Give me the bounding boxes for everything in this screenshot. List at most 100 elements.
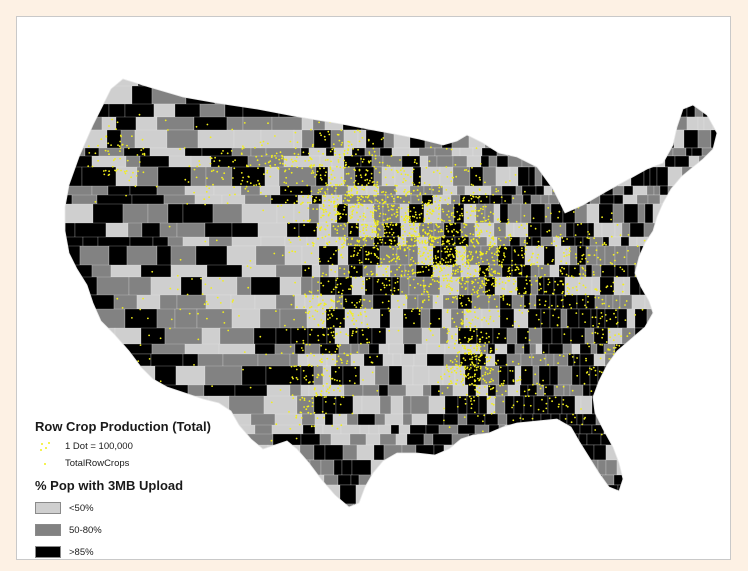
- crop-dot: [374, 157, 377, 160]
- crop-dot: [451, 288, 454, 290]
- crop-dot: [410, 192, 412, 195]
- crop-dot: [320, 178, 323, 181]
- county-cell: [205, 166, 233, 187]
- crop-dot: [524, 337, 527, 339]
- crop-dot: [588, 345, 590, 348]
- county-cell: [427, 474, 439, 486]
- crop-dot: [319, 227, 322, 230]
- county-cell: [661, 103, 674, 118]
- crop-dot: [445, 264, 448, 267]
- crop-dot: [305, 295, 307, 298]
- county-cell: [536, 424, 548, 435]
- county-cell: [560, 103, 572, 118]
- county-cell: [555, 444, 569, 461]
- crop-dot: [418, 181, 421, 184]
- crop-dot: [605, 376, 608, 378]
- crop-dot: [407, 273, 409, 276]
- county-cell: [318, 294, 336, 310]
- crop-dot: [472, 210, 475, 213]
- crop-dot: [470, 367, 472, 369]
- county-cell: [520, 129, 535, 149]
- crop-dot: [307, 411, 310, 414]
- crop-dot: [401, 291, 403, 293]
- crop-dot: [550, 242, 553, 245]
- crop-dot: [284, 324, 286, 327]
- crop-dot: [386, 203, 389, 206]
- county-cell: [351, 459, 372, 476]
- county-cell: [722, 434, 730, 445]
- crop-dot: [613, 312, 615, 315]
- county-cell: [711, 79, 717, 87]
- county-cell: [722, 73, 731, 86]
- crop-dot: [460, 212, 463, 215]
- crop-dot: [542, 410, 545, 412]
- crop-dot: [425, 246, 427, 249]
- crop-dot: [396, 214, 399, 217]
- crop-dot: [329, 385, 332, 387]
- county-cell: [523, 395, 535, 415]
- crop-dot: [493, 263, 496, 266]
- crop-dot: [581, 254, 584, 257]
- crop-dot: [187, 181, 190, 183]
- county-cell: [408, 276, 425, 296]
- county-cell: [459, 514, 477, 527]
- crop-dot: [309, 333, 311, 336]
- crop-dot: [471, 166, 473, 169]
- crop-dot: [479, 367, 482, 370]
- crop-dot: [349, 288, 352, 290]
- crop-dot: [351, 216, 353, 219]
- crop-dot: [499, 245, 502, 247]
- crop-dot: [495, 348, 498, 351]
- crop-dot: [372, 142, 374, 145]
- crop-dot: [461, 279, 464, 282]
- county-cell: [644, 503, 652, 507]
- crop-dot: [461, 200, 464, 202]
- crop-dot: [367, 251, 370, 254]
- county-cell: [671, 79, 679, 87]
- crop-dot: [572, 276, 575, 279]
- crop-dot: [509, 430, 512, 432]
- county-cell: [551, 474, 560, 486]
- county-cell: [401, 155, 421, 168]
- county-cell: [559, 85, 574, 105]
- county-cell: [184, 147, 203, 158]
- crop-dot: [94, 201, 97, 203]
- crop-dot: [307, 267, 310, 270]
- crop-dot: [469, 351, 472, 354]
- county-cell: [723, 414, 731, 425]
- crop-dot: [643, 340, 645, 343]
- county-cell: [507, 155, 523, 168]
- crop-dot: [396, 247, 399, 250]
- county-cell: [357, 129, 367, 149]
- county-cell: [647, 484, 657, 505]
- county-cell: [661, 484, 676, 505]
- crop-dot: [334, 271, 337, 273]
- crop-dot: [409, 284, 412, 287]
- county-cell: [576, 413, 584, 426]
- crop-dot: [317, 281, 319, 283]
- county-cell: [721, 475, 731, 485]
- crop-dot: [552, 258, 554, 261]
- crop-dot: [377, 227, 380, 230]
- crop-dot: [339, 283, 342, 285]
- county-cell: [637, 203, 646, 224]
- crop-dot: [539, 359, 542, 362]
- crop-dot: [357, 116, 360, 119]
- crop-dot: [454, 263, 457, 265]
- crop-dot: [267, 161, 270, 164]
- crop-dot: [413, 216, 416, 218]
- crop-dot: [322, 320, 325, 323]
- crop-dot: [293, 365, 296, 368]
- crop-dot: [488, 246, 491, 249]
- crop-dot: [325, 182, 327, 185]
- crop-dot: [381, 191, 383, 194]
- crop-dot: [139, 308, 142, 311]
- crop-dot: [421, 293, 423, 296]
- crop-dot: [233, 167, 236, 170]
- crop-dot: [450, 382, 453, 384]
- crop-dot: [492, 277, 494, 280]
- county-cell: [701, 166, 717, 187]
- county-cell: [425, 424, 440, 435]
- crop-dot: [377, 205, 380, 208]
- crop-dot: [587, 301, 589, 303]
